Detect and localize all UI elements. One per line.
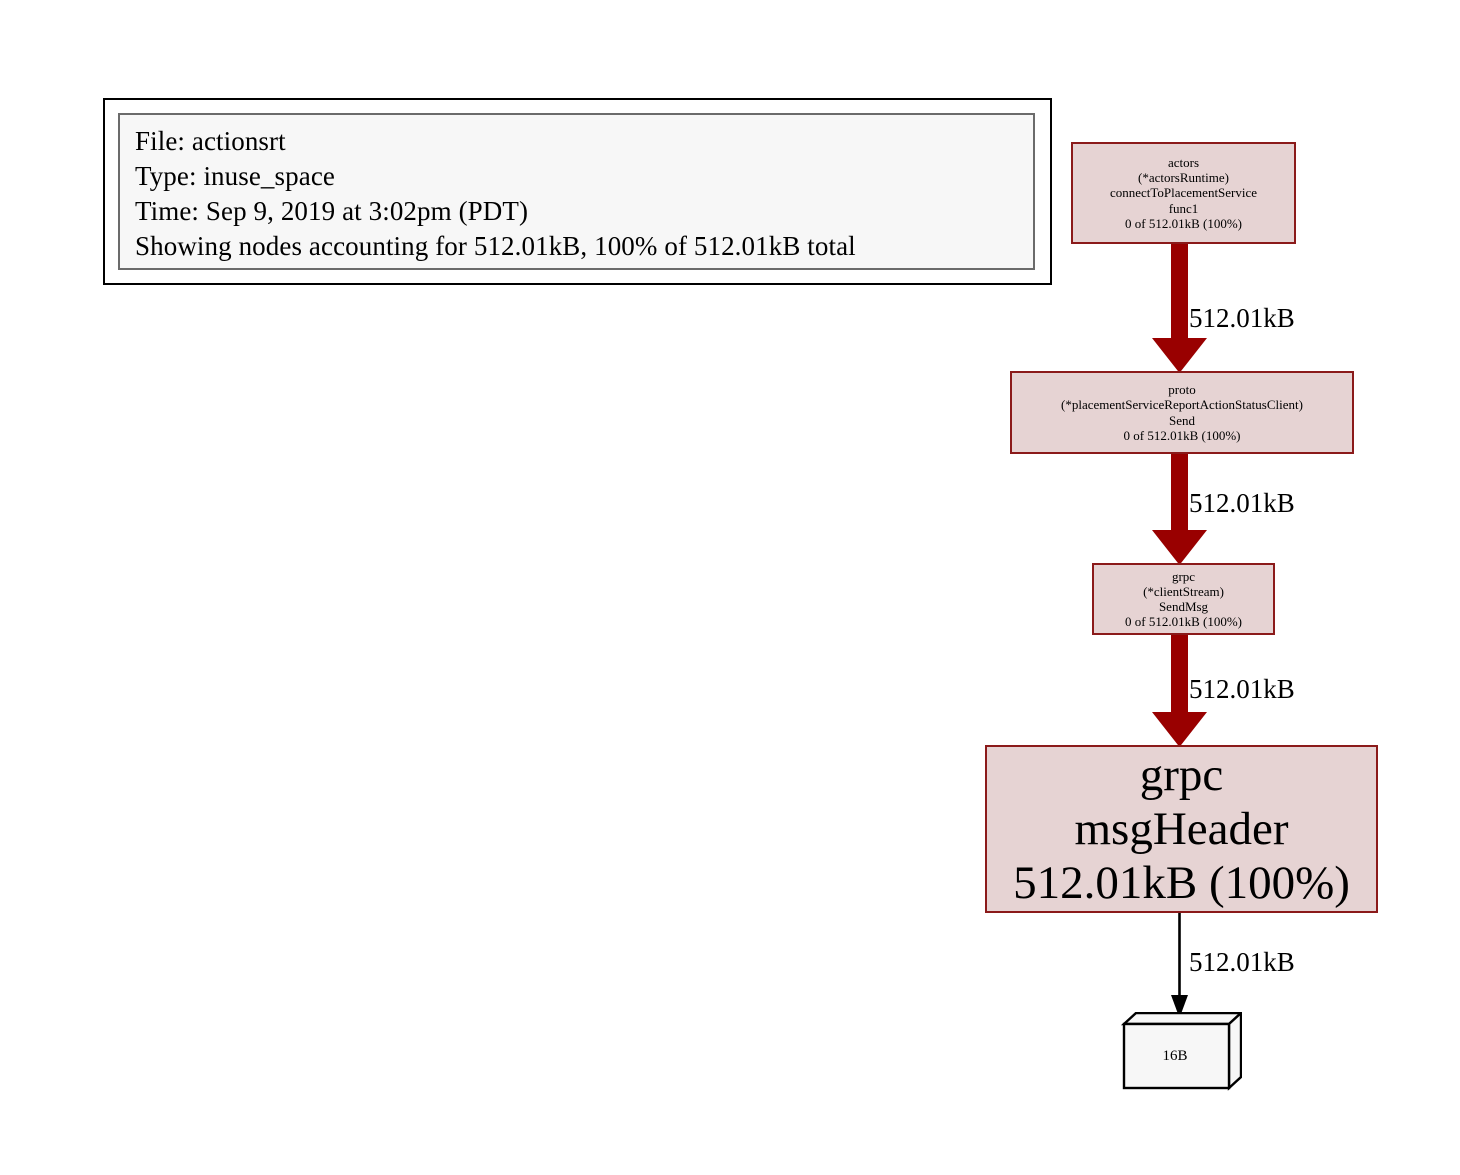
legend-line-file: File: actionsrt	[135, 126, 286, 156]
edge-label-actors-to-proto: 512.01kB	[1189, 303, 1295, 333]
node-line-value: 0 of 512.01kB (100%)	[1125, 215, 1242, 231]
legend-line-type: Type: inuse_space	[135, 161, 335, 191]
node-line-value: 0 of 512.01kB (100%)	[1125, 614, 1242, 630]
node-line-receiver: (*actorsRuntime)	[1138, 170, 1229, 186]
node-line-detail: func1	[1168, 200, 1199, 216]
edge-sendmsg-to-msgheader	[1152, 635, 1207, 747]
graph-node-proto-send[interactable]: proto (*placementServiceReportActionStat…	[1010, 371, 1354, 454]
graph-node-leaf-16b[interactable]: 16B	[1112, 1012, 1242, 1097]
graph-node-grpc-msgheader[interactable]: grpc msgHeader 512.01kB (100%)	[985, 745, 1378, 913]
node-line-receiver: (*placementServiceReportActionStatusClie…	[1061, 397, 1303, 413]
node-line-package: grpc	[1171, 568, 1196, 584]
node-line-function: connectToPlacementService	[1109, 185, 1258, 201]
edge-actors-to-proto	[1152, 243, 1207, 373]
legend-line-time: Time: Sep 9, 2019 at 3:02pm (PDT)	[135, 196, 529, 226]
edge-msgheader-to-leaf	[1171, 913, 1188, 1018]
node-line-package: grpc	[1139, 748, 1224, 801]
node-line-package: actors	[1167, 155, 1200, 171]
legend-line-showing: Showing nodes accounting for 512.01kB, 1…	[135, 231, 856, 261]
edge-proto-to-sendmsg	[1152, 454, 1207, 565]
box3d-shape	[1120, 1012, 1242, 1091]
node-line-function: SendMsg	[1158, 599, 1209, 614]
node-line-function: msgHeader	[1074, 802, 1289, 855]
node-line-package: proto	[1168, 382, 1196, 398]
graph-node-actors-connectToPlacementService[interactable]: actors (*actorsRuntime) connectToPlaceme…	[1071, 142, 1296, 244]
edge-label-sendmsg-to-msgheader: 512.01kB	[1189, 674, 1295, 704]
node-line-value: 512.01kB (100%)	[1013, 857, 1350, 910]
legend-box: File: actionsrt Type: inuse_space Time: …	[118, 113, 1035, 270]
edge-label-proto-to-sendmsg: 512.01kB	[1189, 488, 1295, 518]
node-line-function: Send	[1169, 412, 1195, 428]
node-line-value: 0 of 512.01kB (100%)	[1123, 427, 1241, 443]
node-line-receiver: (*clientStream)	[1143, 583, 1224, 599]
graph-node-grpc-sendmsg[interactable]: grpc (*clientStream) SendMsg 0 of 512.01…	[1092, 563, 1275, 635]
edge-label-msgheader-to-leaf: 512.01kB	[1189, 947, 1295, 977]
